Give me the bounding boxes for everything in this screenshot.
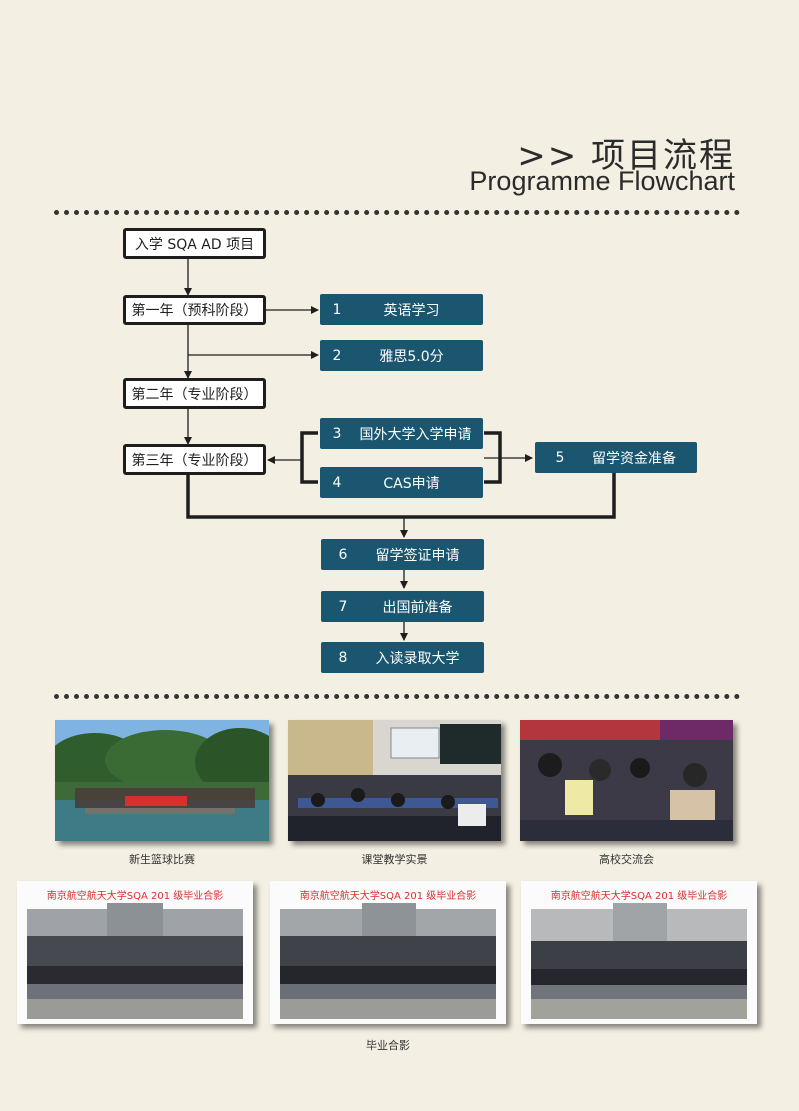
- stage-label: 第一年（预科阶段）: [131, 303, 258, 319]
- step-number: 8: [338, 649, 348, 666]
- step-visa-application: 6 留学签证申请: [321, 539, 484, 570]
- step-label: 留学资金准备: [592, 450, 676, 467]
- step-english-study: 1 英语学习: [320, 294, 483, 325]
- photo-university-fair: [520, 720, 733, 841]
- photo-banner-text: 南京航空航天大学SQA 201 级毕业合影: [47, 889, 224, 902]
- photo-basketball-game: [55, 720, 269, 841]
- step-number: 1: [332, 301, 342, 318]
- caption-classroom: 课堂教学实景: [361, 853, 428, 866]
- page-title: >> 项目流程: [517, 136, 735, 176]
- caption-graduation: 毕业合影: [366, 1039, 410, 1052]
- photo-banner-text: 南京航空航天大学SQA 201 级毕业合影: [551, 889, 728, 902]
- step-number: 4: [332, 474, 342, 491]
- dotted-divider-bottom: [54, 694, 740, 699]
- step-label: 出国前准备: [382, 599, 453, 616]
- step-ielts: 2 雅思5.0分: [320, 340, 483, 371]
- caption-basketball-game: 新生篮球比赛: [129, 853, 195, 866]
- step-funding-preparation: 5 留学资金准备: [535, 442, 697, 473]
- stage-year-2: 第二年（专业阶段）: [123, 378, 266, 409]
- caption-university-fair: 高校交流会: [599, 853, 654, 866]
- step-label: 入读录取大学: [375, 650, 460, 667]
- step-label: 雅思5.0分: [379, 348, 444, 365]
- step-number: 6: [338, 546, 348, 563]
- stage-label: 第三年（专业阶段）: [131, 452, 258, 469]
- photo-graduation-1: 南京航空航天大学SQA 201 级毕业合影: [17, 881, 253, 1024]
- stage-year-1: 第一年（预科阶段）: [123, 295, 266, 325]
- stage-label: 第二年（专业阶段）: [131, 386, 258, 403]
- photo-graduation-2: 南京航空航天大学SQA 201 级毕业合影: [270, 881, 506, 1024]
- step-enroll-university: 8 入读录取大学: [321, 642, 484, 673]
- stage-label: 入学 SQA AD 项目: [134, 236, 255, 253]
- step-number: 7: [338, 598, 348, 615]
- step-number: 2: [332, 347, 342, 364]
- stage-year-3: 第三年（专业阶段）: [123, 444, 266, 475]
- step-cas-application: 4 CAS申请: [320, 467, 483, 498]
- photo-graduation-3: 南京航空航天大学SQA 201 级毕业合影: [521, 881, 757, 1024]
- step-label: CAS申请: [383, 475, 440, 492]
- flowchart-connectors: [184, 259, 616, 641]
- dotted-divider-top: [54, 210, 740, 215]
- step-label: 英语学习: [383, 302, 440, 319]
- step-label: 留学签证申请: [375, 547, 460, 564]
- step-university-application: 3 国外大学入学申请: [320, 418, 483, 449]
- photo-classroom: [288, 720, 501, 841]
- page-subtitle: Programme Flowchart: [469, 166, 735, 196]
- step-number: 3: [332, 425, 342, 442]
- step-label: 国外大学入学申请: [359, 426, 472, 443]
- step-number: 5: [555, 449, 565, 466]
- photo-banner-text: 南京航空航天大学SQA 201 级毕业合影: [300, 889, 477, 902]
- stage-enrollment: 入学 SQA AD 项目: [123, 228, 266, 259]
- step-pre-departure: 7 出国前准备: [321, 591, 484, 622]
